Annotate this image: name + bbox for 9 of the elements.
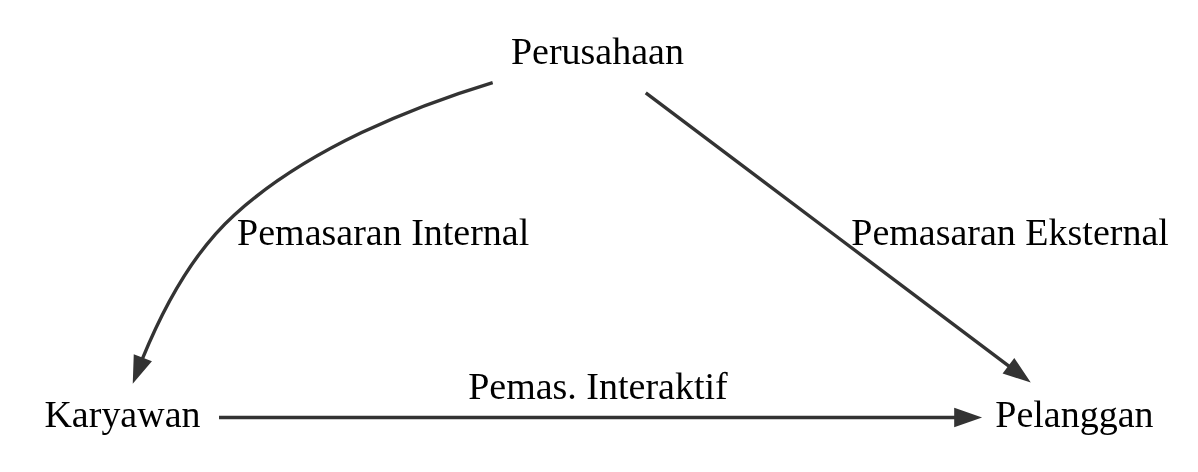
edge-label: Pemasaran Internal [237,211,530,254]
arrow [219,407,983,428]
arrow [644,91,1031,383]
arrow [132,80,494,384]
node-text: Pelanggan [995,392,1154,435]
node-text: Karyawan [44,392,201,435]
edge-label: Pemas. Interaktif [468,365,728,408]
edge-label: Pemasaran Eksternal [851,211,1169,254]
node-text: Perusahaan [510,29,684,72]
